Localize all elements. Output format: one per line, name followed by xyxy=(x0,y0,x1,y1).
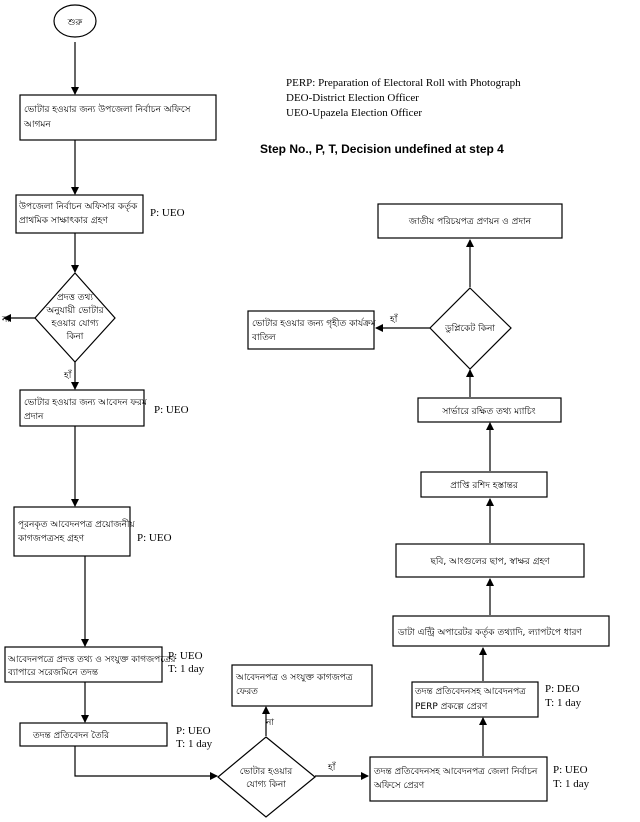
arrow-s6-d2 xyxy=(74,746,218,780)
step-interview-line1: উপজেলা নির্বাচন অফিসার কর্তৃক xyxy=(18,200,138,212)
step-form-line2: প্রদান xyxy=(24,412,44,422)
step-form-performer: P: UEO xyxy=(154,404,189,416)
step-receive-line2: কাগজপত্রসহ গ্রহণ xyxy=(17,534,85,544)
decision-eligible-line4: কিনা xyxy=(66,331,84,342)
step-send-perp-box xyxy=(411,681,539,718)
step-investigate-performer: P: UEO xyxy=(168,650,203,662)
step-receipt-box xyxy=(420,471,548,498)
step-receive-line1: পূরনকৃত আবেদনপত্র প্রয়োজনীয় xyxy=(18,518,135,530)
decision-final-line2: যোগ্য কিনা xyxy=(246,779,286,790)
step-cancel-line2: বাতিল xyxy=(251,332,276,343)
step-send-district-line1: তদন্ত প্রতিবেদনসহ আবেদনপত্র জেলা নির্বাচ… xyxy=(373,766,538,777)
start-label: শুরু xyxy=(67,18,84,28)
step-investigate-box xyxy=(4,646,163,683)
step-send-district-line2: অফিসে প্রেরণ xyxy=(373,780,425,791)
decision-eligible-yes-label: হাঁ xyxy=(63,369,72,381)
step-arrival-line2: আগমন xyxy=(23,120,51,130)
step-send-perp-time: T: 1 day xyxy=(545,697,582,709)
step-return-box xyxy=(231,664,373,707)
step-arrival-box xyxy=(19,94,217,141)
step-investigate-time: T: 1 day xyxy=(168,663,205,675)
decision-eligible-line3: হওয়ার যোগ্য xyxy=(50,319,98,329)
decision-final-line1: ভোটার হওয়ার xyxy=(240,765,294,777)
step-form-line1: ভোটার হওয়ার জন্য আবেদন ফরম xyxy=(24,396,148,408)
step-report-performer: P: UEO xyxy=(176,725,211,737)
step-report-box xyxy=(19,722,168,747)
step-investigate-line1: আবেদনপত্রে প্রদত্ত তথ্য ও সংযুক্ত কাগজপত… xyxy=(7,655,177,665)
start-terminal xyxy=(53,4,97,38)
step-send-district-time: T: 1 day xyxy=(553,778,590,790)
legend-ueo: UEO-Upazela Election Officer xyxy=(286,107,422,119)
step-interview-box xyxy=(15,194,144,234)
step-cancel-box xyxy=(247,310,375,350)
diagram-heading: Step No., P, T, Decision undefined at st… xyxy=(260,142,504,156)
decision-final-yes-label: হাঁ xyxy=(327,761,336,773)
step-investigate-line2: ব্যাপারে সরেজমিনে তদন্ত xyxy=(7,667,99,678)
decision-eligible-line2: অনুযায়ী ভোটার xyxy=(45,304,104,316)
decision-duplicate-yes-label: হাঁ xyxy=(389,313,398,325)
decision-eligible-info xyxy=(34,272,116,363)
decision-duplicate-label: ডুপ্লিকেট কিনা xyxy=(444,322,495,334)
decision-eligible-line1: প্রদত্ত তথ্য xyxy=(57,293,93,303)
step-data-entry-box xyxy=(392,615,610,647)
step-interview-performer: P: UEO xyxy=(150,207,185,219)
step-cancel-line1: ভোটার হওয়ার জন্য গৃহীত কার্যক্রম xyxy=(252,317,377,329)
decision-duplicate xyxy=(429,287,512,370)
step-form-box xyxy=(19,389,145,427)
decision-eligible-no-label: না xyxy=(1,315,10,325)
step-receive-box xyxy=(13,506,131,557)
step-receive-performer: P: UEO xyxy=(137,532,172,544)
step-receipt-line1: প্রাপ্তি রশিদ হস্তান্তর xyxy=(450,480,519,491)
decision-final-no-label: না xyxy=(265,718,274,728)
step-report-line1: তদন্ত প্রতিবেদন তৈরি xyxy=(32,730,110,741)
step-return-line2: ফেরত xyxy=(236,687,258,697)
step-send-perp-line1: তদন্ত প্রতিবেদনসহ আবেদনপত্র xyxy=(414,686,526,697)
step-arrival-line1: ভোটার হওয়ার জন্য উপজেলা নির্বাচন অফিসে xyxy=(24,103,191,115)
step-send-district-box xyxy=(369,756,548,802)
legend-deo: DEO-District Election Officer xyxy=(286,92,419,104)
step-interview-line2: প্রাথমিক সাক্ষাৎকার গ্রহণ xyxy=(19,215,108,226)
step-send-perp-line2: PERP প্রকল্পে প্রেরণ xyxy=(415,702,488,712)
step-biometrics-line1: ছবি, আংগুলের ছাপ, স্বাক্ষর গ্রহণ xyxy=(429,556,550,567)
step-report-time: T: 1 day xyxy=(176,738,213,750)
step-matching-line1: সার্ভারে রক্ষিত তথ্য ম্যাচিং xyxy=(441,406,535,417)
step-matching-box xyxy=(417,397,562,423)
step-return-line1: আবেদনপত্র ও সংযুক্ত কাগজপত্র xyxy=(235,673,353,683)
step-nid-box xyxy=(377,203,563,239)
step-send-perp-performer: P: DEO xyxy=(545,683,580,695)
step-biometrics-box xyxy=(395,543,585,578)
step-data-entry-line1: ডাটা এন্ট্রি অপারেটর কর্তৃক তথ্যাদি, ল্য… xyxy=(397,626,582,638)
decision-eligible-final xyxy=(217,736,316,818)
step-nid-line1: জাতীয় পরিচয়পত্র প্রণয়ন ও প্রদান xyxy=(408,215,532,227)
step-send-district-performer: P: UEO xyxy=(553,764,588,776)
legend-perp: PERP: Preparation of Electoral Roll with… xyxy=(286,77,521,89)
